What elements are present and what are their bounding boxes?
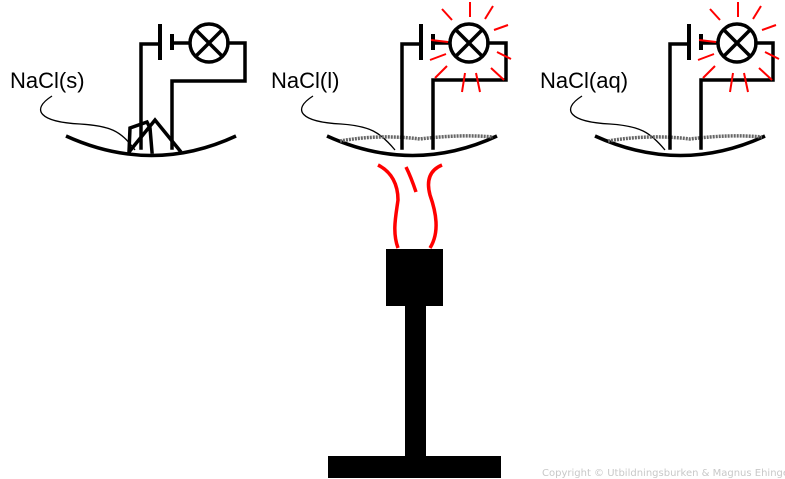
pointer-line <box>40 95 136 151</box>
setup-aqueous: NaCl(aq) <box>540 2 780 158</box>
dish <box>65 134 237 158</box>
molten-salt <box>339 134 494 143</box>
lamp-icon <box>716 22 758 64</box>
setup-solid: NaCl(s) <box>10 22 247 158</box>
lamp-icon <box>448 22 490 64</box>
burner-stem <box>405 305 426 458</box>
burner-base <box>328 456 501 478</box>
wire-left <box>139 42 162 150</box>
burner-head <box>386 249 443 306</box>
copyright-text: Copyright © Utbildningsburken & Magnus E… <box>542 468 785 479</box>
wire-left <box>400 42 423 150</box>
salt-crystal <box>127 119 154 154</box>
salt-solution <box>607 134 763 143</box>
burner <box>328 163 501 478</box>
dish <box>326 134 498 158</box>
flame-icon <box>377 163 443 249</box>
wire-right <box>431 41 508 150</box>
glow-rays <box>697 2 780 93</box>
wire-right <box>699 41 775 150</box>
pointer-line <box>570 95 666 151</box>
wire-right <box>170 41 247 150</box>
glow-rays <box>429 2 512 93</box>
label-aqueous: NaCl(aq) <box>540 68 628 93</box>
dish <box>594 134 766 158</box>
setup-molten: NaCl(l) <box>271 2 512 158</box>
lamp-icon <box>188 22 230 64</box>
pointer-line <box>301 95 396 151</box>
label-molten: NaCl(l) <box>271 68 339 93</box>
label-solid: NaCl(s) <box>10 68 85 93</box>
wire-left <box>668 42 691 150</box>
